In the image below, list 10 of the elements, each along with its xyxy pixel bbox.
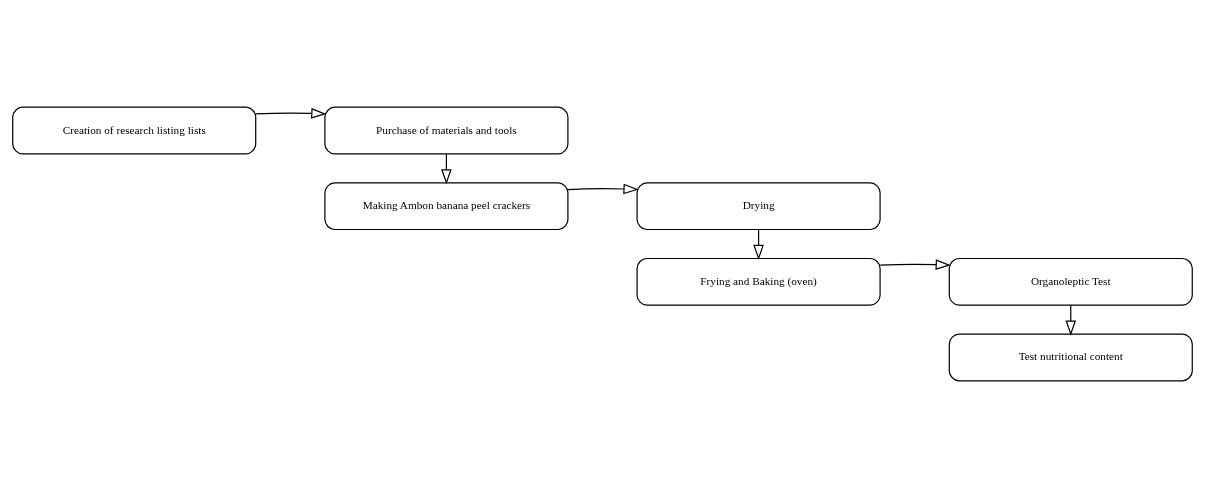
node-box: Organoleptic Test bbox=[948, 257, 1193, 306]
arrow bbox=[567, 183, 639, 195]
node-box: Test nutritional content bbox=[948, 333, 1193, 382]
arrow bbox=[879, 259, 951, 270]
node-box: Purchase of materials and tools bbox=[324, 106, 569, 155]
node-box: Creation of research listing lists bbox=[12, 106, 257, 155]
arrow bbox=[255, 108, 327, 119]
node-box: Making Ambon banana peel crackers bbox=[324, 182, 569, 231]
node-box: Frying and Baking (oven) bbox=[636, 257, 881, 306]
node-box: Drying bbox=[636, 182, 881, 231]
